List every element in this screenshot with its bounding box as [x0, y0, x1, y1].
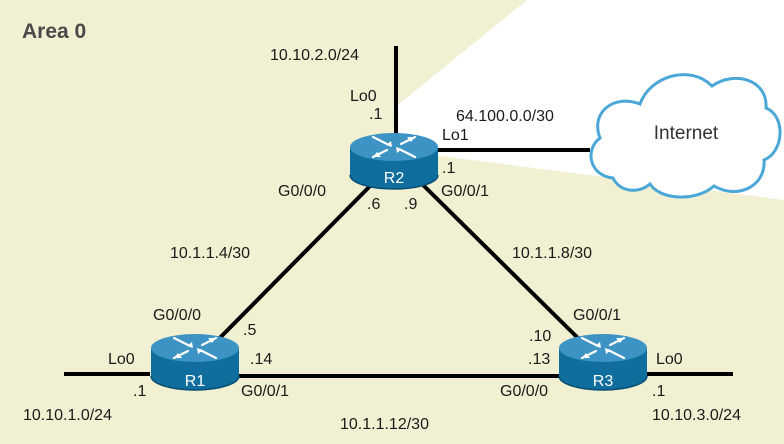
router-r1[interactable]: R1 [149, 332, 241, 392]
internet-label: Internet [654, 123, 719, 144]
r3-lo0-interface: Lo0 [656, 351, 683, 368]
network-r1-lan: 10.10.1.0/24 [23, 407, 112, 424]
network-r1-r2: 10.1.1.4/30 [170, 245, 250, 262]
r3-g001-host: .10 [529, 328, 551, 345]
router-r3[interactable]: R3 [557, 332, 649, 392]
r2-g000-interface: G0/0/0 [278, 183, 326, 200]
r1-lo0-interface: Lo0 [108, 351, 135, 368]
r1-g000-interface: G0/0/0 [153, 307, 201, 324]
router-r2-label: R2 [384, 170, 405, 187]
r2-lo1-interface: Lo1 [442, 127, 469, 144]
link-r1-r2 [194, 178, 378, 364]
r2-lo0-host: .1 [369, 106, 382, 123]
router-r1-label: R1 [185, 373, 206, 390]
network-r2-r3: 10.1.1.8/30 [512, 245, 592, 262]
network-internet-link: 64.100.0.0/30 [456, 108, 554, 125]
internet-cloud: Internet [589, 73, 782, 199]
r3-g000-interface: G0/0/0 [500, 383, 548, 400]
link-r2-r3 [416, 178, 588, 348]
r1-lo0-host: .1 [133, 383, 146, 400]
r1-g001-host: .14 [250, 351, 272, 368]
links [64, 46, 733, 378]
network-r2-lan: 10.10.2.0/24 [270, 47, 359, 64]
r2-g001-host: .9 [404, 196, 417, 213]
r2-lo0-interface: Lo0 [350, 88, 377, 105]
network-r3-lan: 10.10.3.0/24 [652, 407, 741, 424]
cloud-icon [589, 73, 782, 199]
r2-g000-host: .6 [367, 196, 380, 213]
r1-g000-host: .5 [243, 322, 256, 339]
r1-g001-interface: G0/0/1 [241, 383, 289, 400]
r2-lo1-host: .1 [442, 160, 455, 177]
r3-lo0-host: .1 [652, 383, 665, 400]
r2-g001-interface: G0/0/1 [441, 183, 489, 200]
r3-g000-host: .13 [528, 351, 550, 368]
network-r1-r3: 10.1.1.12/30 [340, 416, 429, 433]
area-label: Area 0 [22, 20, 86, 43]
router-r2[interactable]: R2 [348, 131, 440, 191]
router-r3-label: R3 [593, 373, 614, 390]
r3-g001-interface: G0/0/1 [573, 307, 621, 324]
